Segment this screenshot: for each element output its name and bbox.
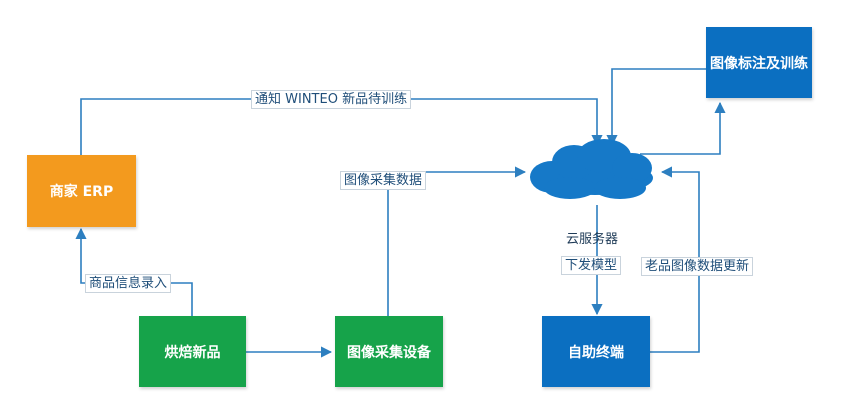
edge-label-notify: 通知 WINTEO 新品待训练 <box>251 90 412 109</box>
node-terminal: 自助终端 <box>542 316 650 387</box>
node-annotate-label: 图像标注及训练 <box>710 55 808 72</box>
cloud-server-label: 云服务器 <box>566 232 619 247</box>
edge-cloud-to-annotate <box>640 101 726 155</box>
edge-label-update-old: 老品图像数据更新 <box>641 257 754 276</box>
node-terminal-label: 自助终端 <box>568 344 624 361</box>
edge-capture-to-cloud <box>387 166 527 316</box>
edge-label-capture-data: 图像采集数据 <box>340 171 427 190</box>
node-annotate: 图像标注及训练 <box>706 27 812 98</box>
node-capture: 图像采集设备 <box>335 316 443 387</box>
edge-bake-to-erp <box>75 227 193 316</box>
node-erp-label: 商家 ERP <box>49 184 114 200</box>
edge-annotate-to-cloud <box>606 68 706 147</box>
edge-label-deploy-model: 下发模型 <box>561 256 622 275</box>
node-capture-label: 图像采集设备 <box>347 344 431 361</box>
cloud-server-icon <box>530 139 653 199</box>
edge-label-product-entry: 商品信息录入 <box>85 274 172 293</box>
node-bake: 烘焙新品 <box>139 316 246 387</box>
node-bake-label: 烘焙新品 <box>164 344 221 361</box>
node-erp: 商家 ERP <box>27 155 136 227</box>
